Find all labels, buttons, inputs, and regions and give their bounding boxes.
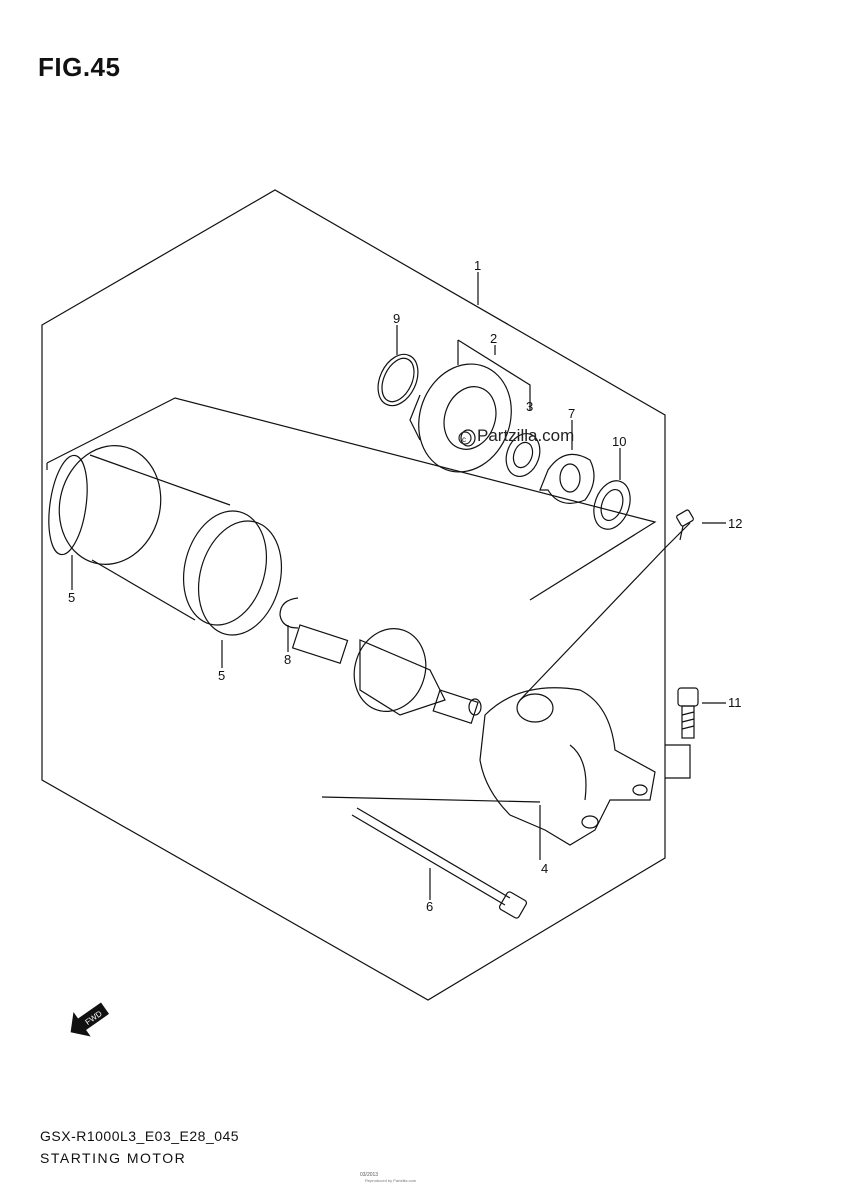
assembly-outline <box>41 189 666 1001</box>
callout-12: 12 <box>728 516 742 531</box>
callout-11: 11 <box>728 695 742 710</box>
callout-4: 4 <box>541 861 548 876</box>
figure-title: FIG.45 <box>38 52 121 82</box>
fine-print-2: Reproduced by Partzilla.com <box>365 1178 417 1183</box>
watermark-text: Partzilla.com <box>477 426 574 445</box>
bearing-3 <box>505 433 541 477</box>
callout-2: 2 <box>490 331 497 346</box>
watermark: c Partzilla.com <box>458 426 574 445</box>
callout-6: 6 <box>426 899 433 914</box>
o-ring-9 <box>377 353 419 407</box>
yoke-housing-5 <box>58 445 283 636</box>
svg-text:c: c <box>462 435 466 444</box>
fine-print: 03/2013 <box>360 1172 379 1178</box>
forward-arrow-icon: FWD <box>70 1002 110 1037</box>
armature <box>291 624 482 725</box>
long-bolt-6 <box>351 807 528 919</box>
callout-5b: 5 <box>218 668 225 683</box>
o-ring-5 <box>48 454 88 556</box>
callout-3: 3 <box>526 399 533 414</box>
circlip-8 <box>279 597 299 629</box>
bolt-11 <box>677 687 699 739</box>
callout-8: 8 <box>284 652 291 667</box>
callout-7: 7 <box>568 406 575 421</box>
motor-housing-4 <box>479 687 656 846</box>
callout-10: 10 <box>612 434 626 449</box>
washer-10 <box>593 480 631 530</box>
diagram-code: GSX-R1000L3_E03_E28_045 <box>40 1128 240 1144</box>
kit-bracket <box>46 397 657 601</box>
callout-1: 1 <box>474 258 481 273</box>
lock-plate-7 <box>539 453 595 504</box>
screw-12 <box>676 509 694 541</box>
end-cover-2 <box>409 363 512 473</box>
callout-5a: 5 <box>68 590 75 605</box>
diagram-caption: STARTING MOTOR <box>40 1150 187 1166</box>
callout-9: 9 <box>393 311 400 326</box>
